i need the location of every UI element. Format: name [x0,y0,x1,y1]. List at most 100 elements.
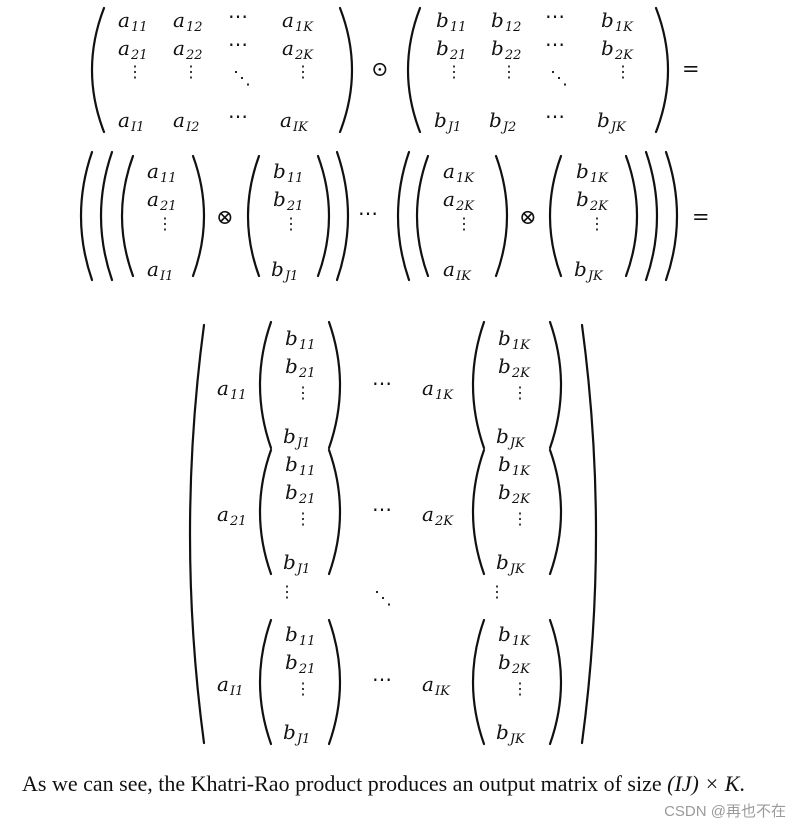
matrix-b-cell: b12 [491,8,522,35]
column-entry: bJK [496,550,525,577]
column-entry: bJK [574,257,603,284]
paren-group2-left-1 [396,150,411,282]
row-scalar-right: a1K [422,376,453,403]
row-scalar-left: aI1 [217,672,244,699]
matrix-a-cell: ⋮ [127,62,143,81]
column-entry: b21 [285,354,316,381]
paren-group1-left-1 [99,150,114,282]
ddots: ⋱ [374,588,392,609]
column-entry: b21 [285,480,316,507]
row-scalar-left: a21 [217,502,247,529]
column-entry: bJK [496,424,525,451]
paren-outer-left [79,150,94,282]
vdots: ⋮ [489,582,505,601]
matrix-a-cell: ⋮ [295,62,311,81]
column-entry: ⋮ [295,509,311,528]
matrix-a-cell: a21 [118,36,148,63]
paren-group2-right-2 [494,154,509,278]
paren-group2-right-3 [624,154,639,278]
column-entry: a1K [443,159,474,186]
paren-big-right [580,323,598,745]
column-entry: b1K [576,159,608,186]
column-entry: b1K [498,326,530,353]
column-entry: b11 [285,622,316,649]
matrix-b-cell: bJ2 [489,108,517,135]
paren-group1-right-1 [335,150,350,282]
matrix-b-cell: b22 [491,36,522,63]
paren-right-matrix-b [654,6,670,134]
column-entry: ⋮ [512,383,528,402]
matrix-a-cell: a2K [282,36,313,63]
paren-group2-left-2 [415,154,430,278]
column-entry: ⋮ [283,214,299,233]
equation-brackets [79,6,679,746]
paren-group2-right-1 [644,150,659,282]
caption-size-expression: (IJ) × K [667,771,740,796]
paren-group2-left-3 [548,154,563,278]
matrix-b-cell: ⋮ [446,62,462,81]
column-entry: a11 [147,159,177,186]
hdots: ⋯ [372,497,394,521]
row-scalar-right: a2K [422,502,453,529]
column-entry: b11 [285,326,316,353]
paren-group1-left-2 [120,154,135,278]
kronecker-operator: ⊗ [216,205,234,229]
matrix-a-cell: a1K [282,8,313,35]
column-entry: b1K [498,452,530,479]
column-entry: b2K [498,354,530,381]
vdots: ⋮ [279,582,295,601]
row-scalar-right: aIK [422,672,450,699]
column-entry: ⋮ [512,679,528,698]
watermark: CSDN @再也不在 [664,803,786,820]
matrix-a-cell: a12 [173,8,203,35]
matrix-a-cell: a22 [173,36,203,63]
kronecker-operator: ⊗ [519,205,537,229]
column-entry: b2K [576,187,608,214]
matrix-a-cell: ⋯ [228,32,250,56]
paren-left-matrix-a [90,6,106,134]
column-entry: ⋮ [512,509,528,528]
column-entry: ⋮ [295,383,311,402]
caption-period: . [739,771,745,796]
matrix-b-cell: ⋯ [545,32,567,56]
matrix-b-cell: b11 [436,8,467,35]
matrix-a-cell: aI2 [173,108,200,135]
paren-group1-right-3 [316,154,331,278]
hdots-between-groups: ⋯ [358,201,380,225]
hdots: ⋯ [372,371,394,395]
column-entry: bJ1 [271,257,299,284]
matrix-a-cell: ⋮ [183,62,199,81]
column-entry: b11 [273,159,304,186]
matrix-b-cell: bJK [597,108,626,135]
matrix-a-cell: aIK [280,108,308,135]
column-entry: a2K [443,187,474,214]
column-entry: b21 [273,187,304,214]
column-entry: bJ1 [283,424,311,451]
column-entry: ⋮ [589,214,605,233]
paren-group1-right-2 [191,154,206,278]
column-entry: aI1 [147,257,174,284]
column-entry: bJK [496,720,525,747]
paren-group1-left-3 [246,154,261,278]
column-entry: ⋮ [456,214,472,233]
paren-big-left [188,323,206,745]
matrix-b-cell: ⋮ [615,62,631,81]
matrix-a-cell: ⋯ [228,4,250,28]
matrix-b-cell: b2K [601,36,633,63]
column-entry: b1K [498,622,530,649]
hdots: ⋯ [372,667,394,691]
matrix-b-cell: ⋱ [550,68,568,89]
column-entry: a21 [147,187,177,214]
paren-left-matrix-b [406,6,422,134]
column-entry: b11 [285,452,316,479]
matrix-b-cell: b1K [601,8,633,35]
hadamard-operator: ⊙ [371,57,389,81]
caption-text: As we can see, the Khatri-Rao product pr… [22,771,662,796]
matrix-b-cell: ⋯ [545,104,567,128]
column-entry: bJ1 [283,720,311,747]
equals-sign-line2: = [692,205,710,229]
column-entry: ⋮ [295,679,311,698]
matrix-b-cell: bJ1 [434,108,462,135]
matrix-b-cell: ⋯ [545,4,567,28]
paren-right-matrix-a [338,6,354,134]
